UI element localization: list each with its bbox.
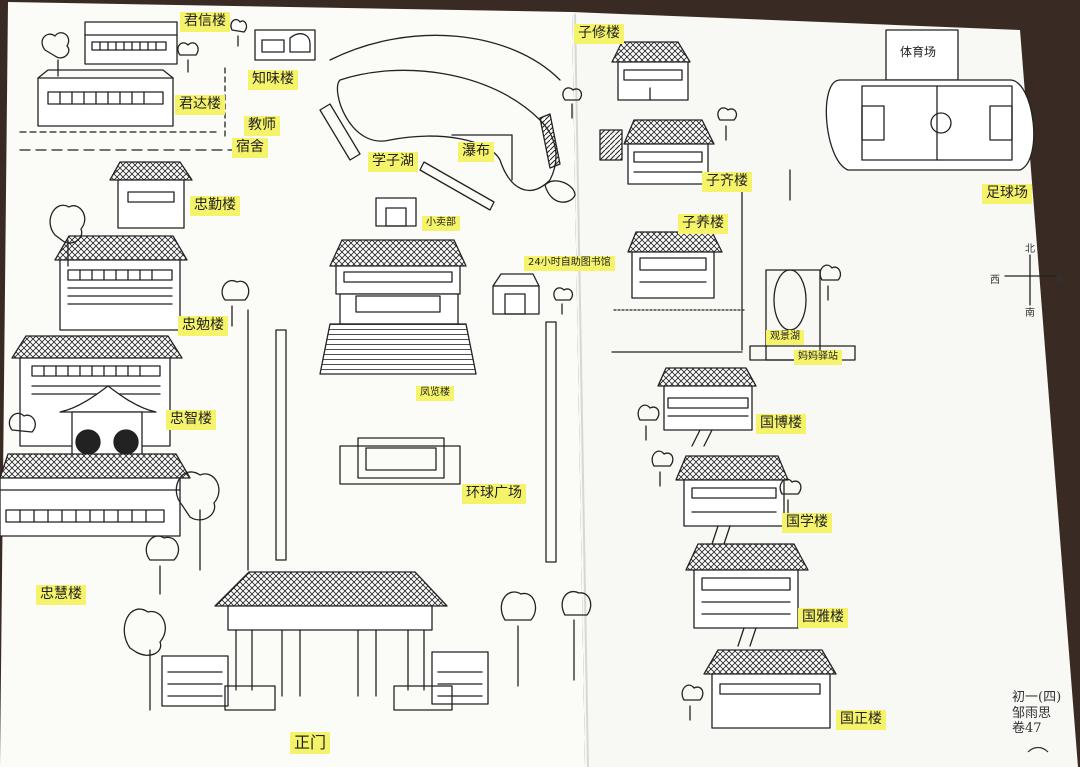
page-fold bbox=[574, 13, 589, 767]
trees-left bbox=[8, 204, 250, 595]
guobo-label: 国博楼 bbox=[756, 414, 806, 434]
xiaomaibu-building bbox=[375, 197, 417, 227]
fenglan-label: 凤览楼 bbox=[416, 386, 454, 401]
football-field bbox=[825, 79, 1035, 171]
zhiwei-label: 知味楼 bbox=[248, 70, 298, 90]
zhongzhi-building bbox=[11, 335, 183, 473]
teacher-dorm-label-2: 宿舍 bbox=[232, 138, 268, 158]
junda-building bbox=[37, 69, 174, 127]
huanqiu-label: 环球广场 bbox=[462, 484, 526, 504]
main-gate bbox=[123, 571, 592, 711]
ziqi-label: 子齐楼 bbox=[702, 172, 752, 192]
zhongqin-label: 忠勤楼 bbox=[190, 196, 240, 216]
ziqi-building bbox=[623, 119, 715, 185]
zhiwei-building bbox=[254, 29, 316, 61]
guoya-building bbox=[685, 543, 809, 647]
ziyang-label: 子养楼 bbox=[678, 214, 728, 234]
signature-scribble bbox=[1027, 746, 1049, 753]
junxin-label: 君信楼 bbox=[180, 12, 230, 32]
waterfall-label: 瀑布 bbox=[458, 142, 494, 162]
zhonghui-label: 忠慧楼 bbox=[36, 585, 86, 605]
signature-class: 初一(四) bbox=[1012, 690, 1062, 705]
road-left-2 bbox=[275, 329, 287, 561]
signature-number: 卷47 bbox=[1012, 721, 1042, 737]
teacher-dorm-label-1: 教师 bbox=[244, 116, 280, 136]
signature-name: 邹雨思 bbox=[1012, 705, 1052, 721]
trees-top-left bbox=[41, 18, 248, 77]
fenglan-building bbox=[319, 239, 477, 375]
library24-building bbox=[492, 273, 574, 315]
guozheng-label: 国正楼 bbox=[836, 710, 886, 730]
guoxue-building bbox=[675, 455, 789, 545]
road-right-v bbox=[741, 169, 791, 351]
compass-south: 南 bbox=[1025, 308, 1035, 319]
junda-label: 君达楼 bbox=[175, 95, 225, 115]
zhongqin-building bbox=[109, 161, 193, 229]
xuezi-lake bbox=[319, 34, 576, 211]
zhonghui-building bbox=[0, 453, 191, 537]
xuezi-lake-label: 学子湖 bbox=[368, 152, 418, 172]
compass-west: 西 bbox=[990, 275, 1000, 286]
author-signature: 初一(四) 邹雨思 卷47 bbox=[1012, 690, 1072, 737]
compass-east: 东 bbox=[1055, 275, 1065, 286]
mama-station-label: 妈妈驿站 bbox=[794, 350, 842, 365]
compass-north: 北 bbox=[1025, 244, 1035, 255]
road-center bbox=[545, 321, 557, 563]
xiaomaibu-label: 小卖部 bbox=[422, 216, 460, 231]
trees-right-top bbox=[562, 87, 842, 301]
zixiu-building bbox=[611, 41, 691, 101]
zhengmen-label: 正门 bbox=[290, 732, 331, 754]
guozheng-building bbox=[703, 649, 837, 729]
zhongmian-label: 忠勉楼 bbox=[178, 316, 228, 336]
junxin-building bbox=[84, 21, 178, 65]
ziyang-building bbox=[627, 231, 723, 299]
guobo-building bbox=[657, 367, 757, 447]
compass bbox=[1004, 254, 1056, 306]
guoxue-label: 国学楼 bbox=[782, 513, 832, 533]
huanqiu-plaza bbox=[339, 437, 461, 485]
guanjing-lake-label: 观景湖 bbox=[766, 330, 804, 345]
guoya-label: 国雅楼 bbox=[798, 608, 848, 628]
gym-label: 体育场 bbox=[900, 45, 937, 59]
zixiu-label: 子修楼 bbox=[574, 24, 624, 44]
zhongmian-building bbox=[54, 235, 188, 331]
library24-label: 24小时自助图书馆 bbox=[524, 256, 615, 271]
gym-building bbox=[885, 29, 959, 81]
trees-right-bottom bbox=[637, 404, 802, 721]
zhongzhi-label: 忠智楼 bbox=[166, 410, 216, 430]
football-label: 足球场 bbox=[982, 184, 1032, 204]
